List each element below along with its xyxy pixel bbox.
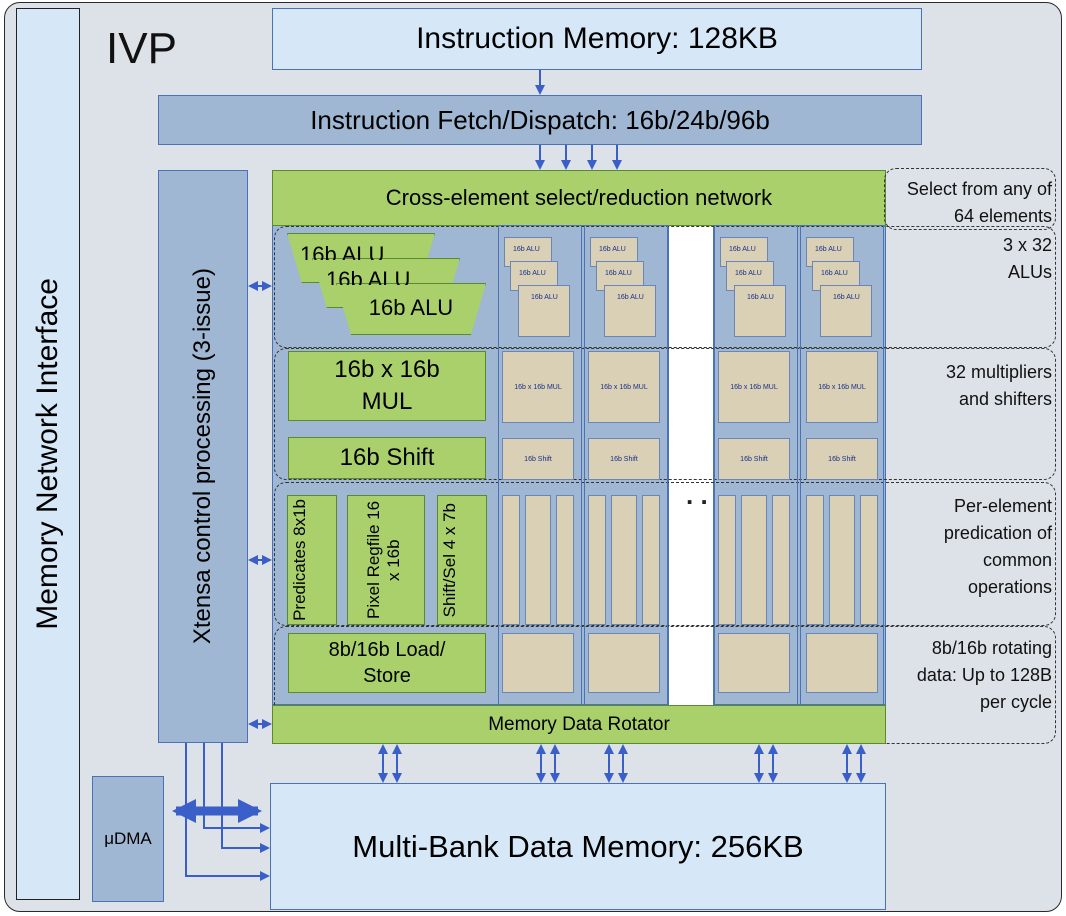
alu-block-3: [336, 283, 486, 335]
dashed-region-mul-shift: [274, 348, 1056, 480]
cross-element-network-block: Cross-element select/reduction network: [272, 170, 886, 226]
mini-register: [829, 495, 855, 625]
alu-label-2: 16b ALU: [326, 267, 411, 285]
mini-register: [611, 495, 637, 625]
mini-alu-block: 16b ALU: [820, 285, 872, 337]
note-predication: Per-element predication of common operat…: [943, 496, 1052, 597]
mini-register: [525, 495, 551, 625]
mini-register: [860, 495, 878, 625]
mini-column-border: [800, 225, 884, 705]
mini-register: [556, 495, 574, 625]
note-rotating-data: 8b/16b rotating data: Up to 128B per cyc…: [916, 638, 1052, 712]
dashed-region-alus: [274, 226, 1056, 348]
data-memory-block: Multi-Bank Data Memory: 256KB: [270, 783, 886, 910]
mini-alu-label: 16b ALU: [513, 246, 540, 253]
mini-mul-block: 16b x 16b MUL: [502, 351, 574, 423]
mini-column-border: [584, 225, 668, 705]
diagram-title: IVP: [106, 24, 177, 73]
columns-ellipsis: . .: [686, 480, 708, 510]
mini-register: [502, 495, 520, 625]
shift-block: 16b Shift: [288, 437, 486, 479]
mini-mul-block: 16b x 16b MUL: [718, 351, 790, 423]
mini-shift-block: 16b Shift: [806, 438, 878, 480]
alu-label-3: 16b ALU: [368, 295, 454, 320]
note-alus: 3 x 32 ALUs: [1002, 235, 1052, 282]
predicates-block: Predicates 8x1b: [287, 495, 337, 625]
mini-alu-block: 16b ALU: [734, 285, 786, 337]
memory-data-rotator-block: Memory Data Rotator: [272, 705, 886, 744]
mini-register: [718, 495, 736, 625]
mini-register: [741, 495, 767, 625]
mini-register: [772, 495, 790, 625]
mini-load-store: [718, 633, 790, 693]
note-select-elements: Select from any of 64 elements: [906, 179, 1052, 226]
xtensa-control-block: Xtensa control processing (3-issue): [158, 170, 248, 743]
mini-shift-block: 16b Shift: [588, 438, 660, 480]
udma-block: μDMA: [92, 776, 164, 902]
mini-alu-label: 16b ALU: [747, 294, 774, 301]
mini-column-border: [714, 225, 798, 705]
mini-alu-label: 16b ALU: [729, 246, 756, 253]
instruction-memory-block: Instruction Memory: 128KB: [272, 8, 922, 70]
pixel-regfile-block: Pixel Regfile 16 x 16b: [347, 495, 425, 625]
mini-load-store: [588, 633, 660, 693]
dashed-region-select: [884, 168, 1056, 230]
dashed-region-predication: [274, 482, 1056, 626]
mini-alu-label: 16b ALU: [605, 270, 632, 277]
mini-alu-label: 16b ALU: [599, 246, 626, 253]
mini-alu-label: 16b ALU: [833, 294, 860, 301]
mini-mul-block: 16b x 16b MUL: [806, 351, 878, 423]
mini-alu-label: 16b ALU: [531, 294, 558, 301]
mini-mul-block: 16b x 16b MUL: [588, 351, 660, 423]
shift-sel-block: Shift/Sel 4 x 7b: [437, 495, 487, 625]
memory-network-interface-block: Memory Network Interface: [16, 8, 80, 900]
mini-alu-block: 16b ALU: [604, 285, 656, 337]
mini-alu-label: 16b ALU: [821, 270, 848, 277]
alu-label-1: 16b ALU: [300, 242, 385, 260]
note-multipliers-shifters: 32 multipliers and shifters: [945, 362, 1052, 409]
mini-register: [642, 495, 660, 625]
mini-register: [806, 495, 824, 625]
mul-block: 16b x 16b MUL: [288, 351, 486, 421]
mini-alu-block: 16b ALU: [518, 285, 570, 337]
mini-load-store: [502, 633, 574, 693]
mini-alu-label: 16b ALU: [519, 270, 546, 277]
mini-alu-label: 16b ALU: [617, 294, 644, 301]
mini-register: [588, 495, 606, 625]
mini-load-store: [806, 633, 878, 693]
instruction-fetch-block: Instruction Fetch/Dispatch: 16b/24b/96b: [158, 95, 922, 145]
mini-shift-block: 16b Shift: [718, 438, 790, 480]
load-store-block: 8b/16b Load/ Store: [288, 633, 486, 693]
mini-column-border: [498, 225, 582, 705]
mini-shift-block: 16b Shift: [502, 438, 574, 480]
mini-alu-label: 16b ALU: [735, 270, 762, 277]
mini-alu-label: 16b ALU: [815, 246, 842, 253]
